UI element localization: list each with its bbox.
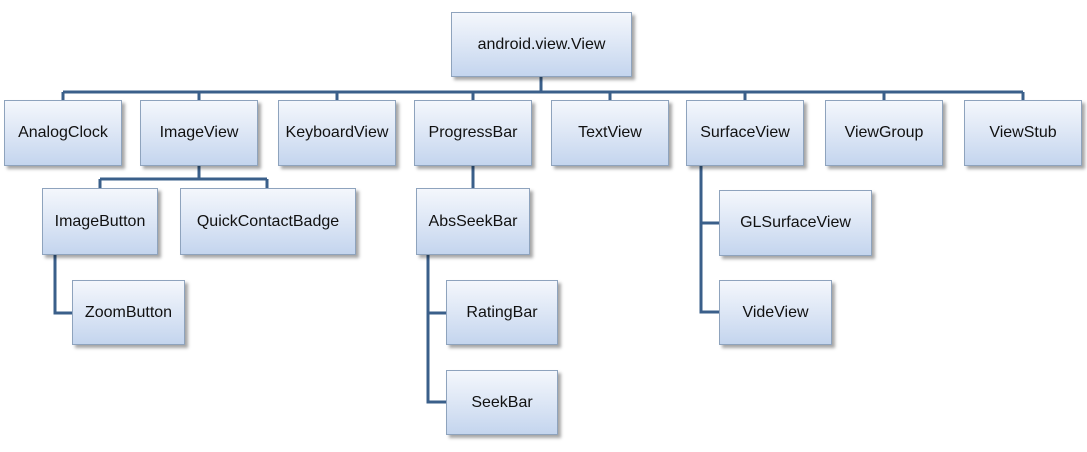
node-quickcontactbadge: QuickContactBadge	[180, 188, 356, 255]
node-surfaceview: SurfaceView	[686, 100, 804, 166]
node-label: ImageView	[159, 124, 239, 141]
node-label: ViewGroup	[844, 124, 924, 141]
node-analogclock: AnalogClock	[4, 100, 122, 166]
node-progressbar: ProgressBar	[414, 100, 532, 166]
node-label: android.view.View	[477, 35, 606, 53]
connector-surfaceview-glsurfaceview	[699, 166, 719, 225]
node-android-view-view: android.view.View	[451, 12, 632, 77]
node-imageview: ImageView	[140, 100, 258, 166]
node-label: TextView	[578, 124, 642, 141]
connector-absseekbar-ratingbar	[426, 255, 446, 315]
node-label: SeekBar	[471, 393, 533, 411]
node-zoombutton: ZoomButton	[72, 280, 185, 345]
node-label: AnalogClock	[18, 124, 108, 141]
node-label: KeyboardView	[285, 124, 389, 141]
connector-surfaceview-videview	[699, 223, 719, 314]
node-textview: TextView	[551, 100, 669, 166]
node-label: AbsSeekBar	[428, 212, 518, 230]
node-label: ProgressBar	[428, 124, 518, 141]
node-viewgroup: ViewGroup	[825, 100, 943, 166]
node-keyboardview: KeyboardView	[278, 100, 396, 166]
node-ratingbar: RatingBar	[446, 280, 558, 345]
node-label: ZoomButton	[84, 303, 173, 321]
node-imagebutton: ImageButton	[42, 188, 158, 255]
node-label: QuickContactBadge	[196, 212, 340, 230]
connector-imagebutton-zoombutton	[53, 255, 72, 315]
node-label: ImageButton	[54, 212, 146, 230]
node-seekbar: SeekBar	[446, 370, 558, 435]
node-absseekbar: AbsSeekBar	[416, 188, 530, 255]
connector-absseekbar-seekbar	[426, 313, 446, 404]
node-label: RatingBar	[466, 303, 538, 321]
node-label: SurfaceView	[700, 124, 790, 141]
node-label: ViewStub	[989, 124, 1057, 141]
node-label: VideView	[742, 303, 809, 321]
node-viewstub: ViewStub	[964, 100, 1082, 166]
node-glsurfaceview: GLSurfaceView	[719, 190, 872, 256]
node-videview: VideView	[719, 280, 832, 345]
node-label: GLSurfaceView	[740, 214, 851, 231]
